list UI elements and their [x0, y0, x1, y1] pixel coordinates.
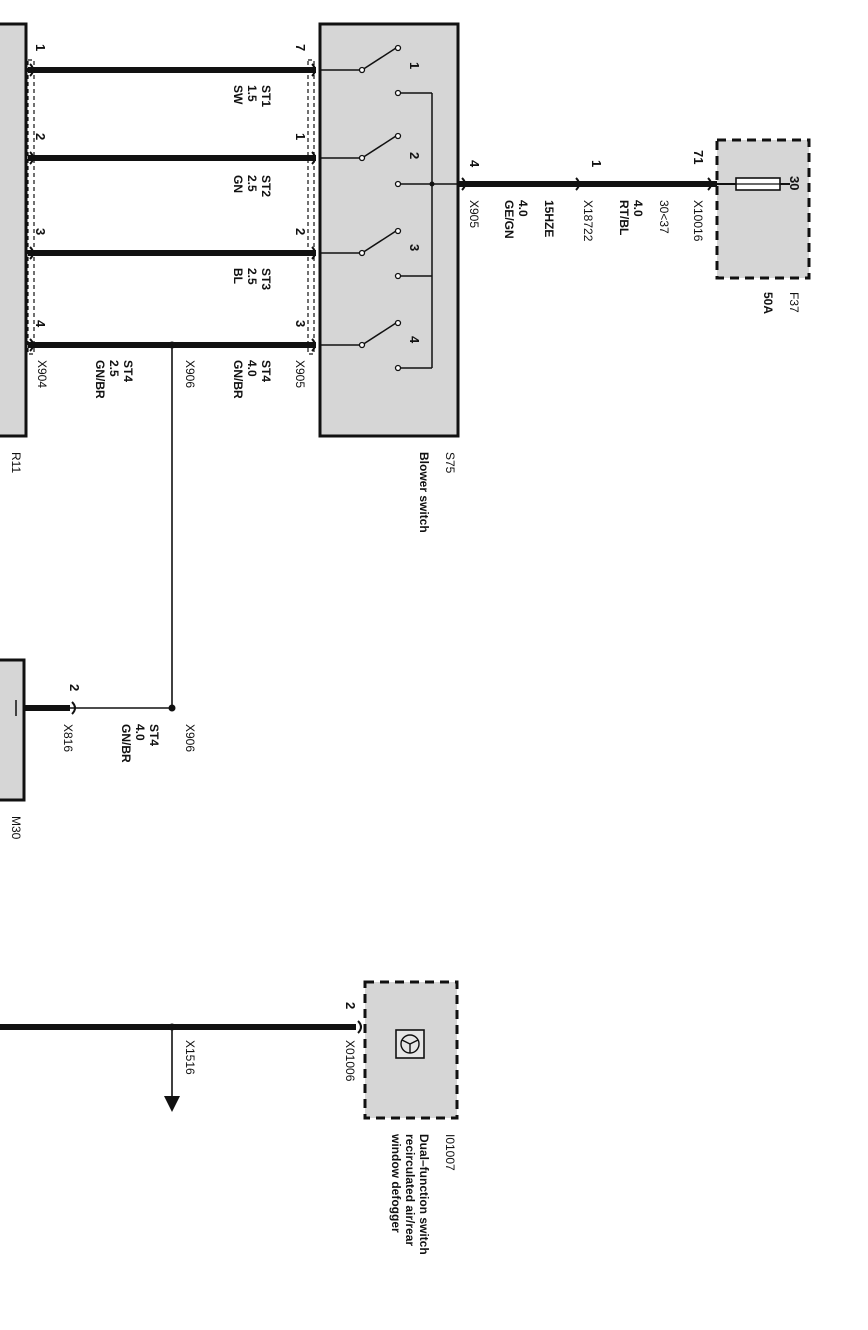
wire-label: GE/GN — [502, 200, 516, 239]
i01007-connector-label: X01006 — [343, 1040, 357, 1082]
connector-label: X10016 — [691, 200, 705, 242]
x904-housing — [27, 59, 35, 355]
wire-label: 2.5 — [107, 360, 121, 377]
wire-label: 4.0 — [631, 200, 645, 217]
wire-label: ST4 — [259, 360, 273, 382]
wire-label: RT/BL — [617, 200, 631, 235]
wire-label: 1.5 — [245, 85, 259, 102]
pin-label: 71 — [691, 150, 706, 164]
splice-x906-label: X906 — [183, 360, 197, 388]
s75-pin-label: 1 — [293, 133, 308, 140]
x816-curl — [71, 701, 76, 715]
s75-pin-label: 3 — [293, 320, 308, 327]
m30-wire-label: 4.0 — [133, 724, 147, 741]
wire-label: 2.5 — [245, 175, 259, 192]
m30-id-label: M30 — [9, 816, 23, 840]
x905-housing — [307, 59, 315, 355]
s75-internal — [320, 47, 458, 369]
pin-label: 1 — [589, 160, 604, 167]
m30-wire-label: GN/BR — [119, 724, 133, 763]
connector-label: X18722 — [581, 200, 595, 242]
f37-id-label: F37 — [787, 292, 801, 313]
i01007-id-label: I01007 — [443, 1134, 457, 1171]
s75-pin-label: 7 — [293, 44, 308, 51]
wire-label: GN/BR — [93, 360, 107, 399]
s75-contact-label: 2 — [407, 152, 422, 159]
r11-box — [0, 22, 28, 438]
s75-right-pin-label: 4 — [467, 160, 482, 168]
s75-contact-label: 4 — [407, 336, 422, 344]
wire-label: 30<37 — [657, 200, 671, 234]
x01006-curl — [357, 1020, 362, 1034]
i01007-name-line: recirculated air/rear — [403, 1134, 417, 1246]
m30-pin-label: 2 — [67, 684, 82, 691]
i01007-name-line: Dual–function switch — [417, 1134, 431, 1255]
f37-terminal-label: 30 — [787, 176, 802, 190]
x1516-label: X1516 — [183, 1040, 197, 1075]
s75-contact-label: 3 — [407, 244, 422, 251]
wire-label: X905 — [293, 360, 307, 388]
m30-box — [0, 658, 26, 802]
s75-id-label: S75 — [443, 452, 457, 474]
f37-box — [715, 138, 811, 280]
m30-wire-label: ST4 — [147, 724, 161, 746]
r11-id-label: R11 — [9, 452, 23, 473]
wire-label: ST4 — [121, 360, 135, 382]
s75-pin-label: 2 — [293, 228, 308, 235]
wire-label: 4.0 — [245, 360, 259, 377]
s75-name-label: Blower switch — [417, 452, 431, 533]
m30-wire-label: X906 — [183, 724, 197, 752]
m30-connector-label: X816 — [61, 724, 75, 752]
s75-box — [318, 22, 460, 438]
text-layer: 1234712312344ST11.5SWST22.5GNST32.5BLX90… — [9, 44, 802, 1255]
wire-label: 2.5 — [245, 268, 259, 285]
r11-pin-label: 2 — [33, 133, 48, 140]
wire-label: GN — [231, 175, 245, 193]
f37-rating-label: 50A — [761, 292, 775, 314]
connector-label: X905 — [467, 200, 481, 228]
i01007-name-line: window defogger — [389, 1133, 403, 1233]
wire-label: 15HZE — [542, 200, 556, 237]
wire-label: BL — [231, 268, 245, 284]
arrow-down-icon — [164, 1096, 180, 1112]
wire-label: ST2 — [259, 175, 273, 197]
r11-pin-label: 1 — [33, 44, 48, 51]
i01007-pin-label: 2 — [343, 1002, 358, 1009]
fan-icon — [395, 1029, 425, 1059]
wire-label: X904 — [35, 360, 49, 388]
s75-contact-label: 1 — [407, 62, 422, 69]
r11-pin-label: 4 — [33, 320, 48, 328]
wire-label: 4.0 — [516, 200, 530, 217]
r11-pin-label: 3 — [33, 228, 48, 235]
wire-label: ST3 — [259, 268, 273, 290]
wire-label: SW — [231, 85, 245, 105]
wire-label: ST1 — [259, 85, 273, 107]
wire-label: GN/BR — [231, 360, 245, 399]
